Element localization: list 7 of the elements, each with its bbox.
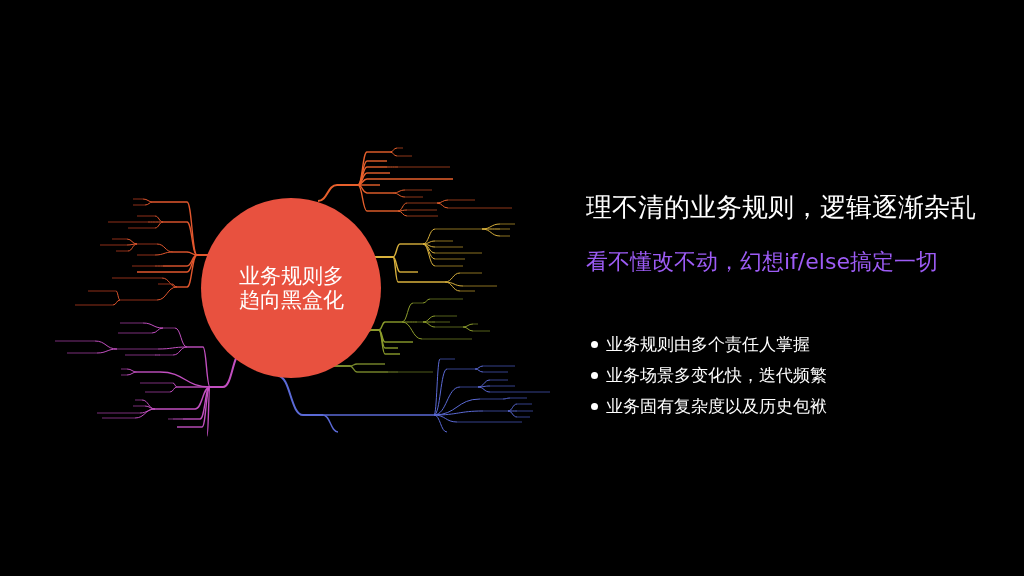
bullet-text: 业务规则由多个责任人掌握	[606, 333, 810, 356]
bullet-text: 业务固有复杂度以及历史包袱	[606, 395, 827, 418]
mindmap-drawing	[54, 147, 551, 437]
bullet-text: 业务场景多变化快，迭代频繁	[606, 364, 827, 387]
slide-title: 理不清的业务规则，逻辑逐渐杂乱	[586, 191, 976, 224]
topic-text: 业务规则多趋向黑盒化	[237, 264, 345, 312]
slide-subtitle: 看不懂改不动，幻想if/else搞定一切	[586, 248, 938, 276]
